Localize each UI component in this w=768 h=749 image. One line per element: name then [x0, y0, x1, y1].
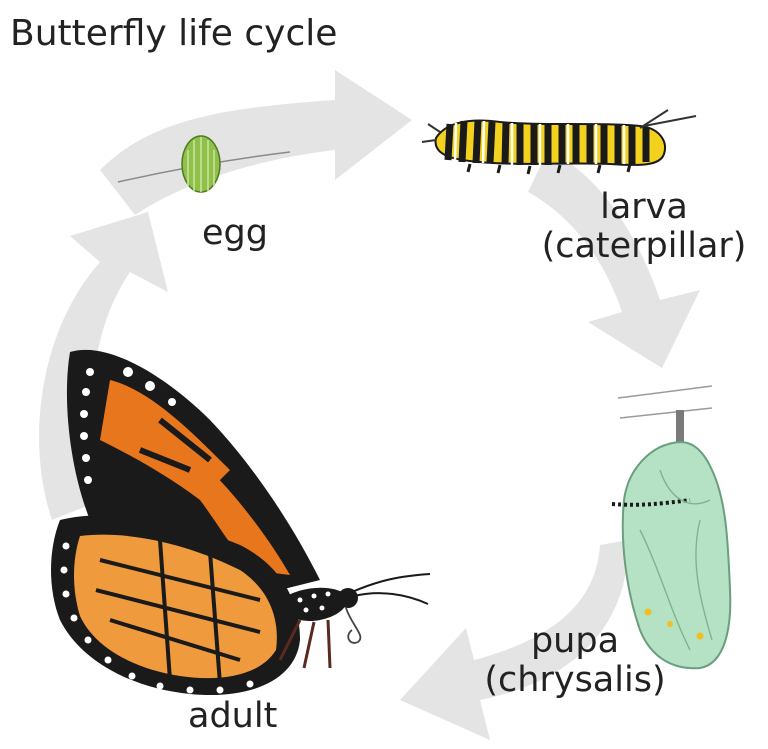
diagram-title: Butterfly life cycle [10, 14, 337, 54]
adult-label: adult [188, 697, 277, 736]
pupa-label: pupa (chrysalis) [464, 622, 686, 700]
egg-label: egg [202, 214, 268, 253]
larva-label-line2: (caterpillar) [524, 227, 764, 266]
butterfly-proboscis [346, 608, 360, 643]
larva-label: larva (caterpillar) [524, 188, 764, 266]
larva-label-line1: larva [524, 188, 764, 227]
pupa-label-line2: (chrysalis) [464, 661, 686, 700]
butterfly-antennae [352, 574, 430, 604]
branch-lines [618, 386, 712, 418]
caterpillar-illustration [422, 110, 696, 174]
pupa-label-line1: pupa [464, 622, 686, 661]
butterfly-illustration [51, 350, 430, 695]
arrow-egg-to-larva [100, 70, 412, 215]
